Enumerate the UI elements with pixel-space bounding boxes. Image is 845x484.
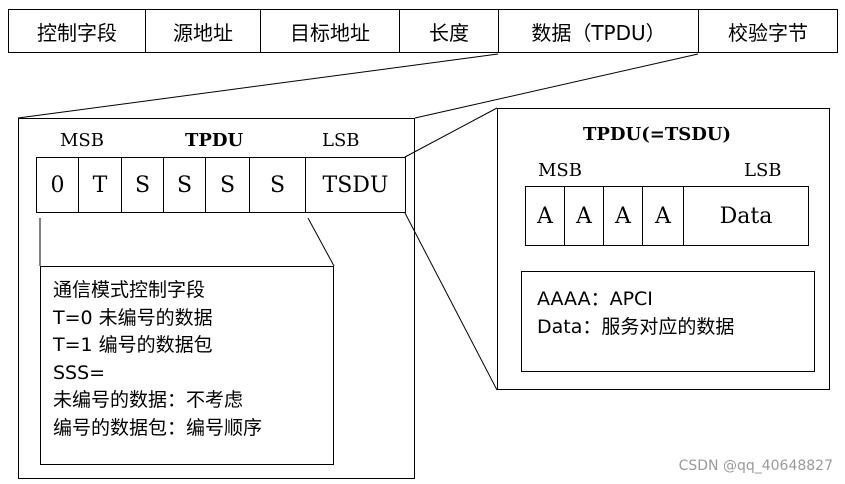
note-line: 编号的数据包：编号顺序 (53, 416, 263, 439)
note-line: SSS= (53, 361, 106, 384)
tsdu-cell-a2: A (564, 186, 604, 246)
connector-right (414, 53, 699, 119)
note-line: 通信模式控制字段 (53, 279, 206, 301)
tsdu-box (497, 108, 830, 390)
tpdu-title: TPDU (185, 130, 244, 151)
field-source-address: 源地址 (145, 9, 261, 53)
tsdu-notes-box (521, 271, 815, 372)
tpdu-bit-t: T (78, 157, 122, 213)
connector-tsdu-bottom (404, 212, 498, 391)
tpdu-box (18, 118, 415, 479)
tpdu-notes: 通信模式控制字段 T=0 未编号的数据 T=1 编号的数据包 SSS= 未编号的… (53, 277, 262, 442)
note-line: T=0 未编号的数据 (53, 306, 213, 329)
note-line: Data：服务对应的数据 (537, 316, 735, 338)
tpdu-bit-0: 0 (36, 157, 79, 213)
tpdu-lsb-label: LSB (322, 130, 360, 151)
tpdu-notes-box (40, 266, 334, 465)
field-control: 控制字段 (8, 9, 146, 53)
tpdu-tsdu-cell: TSDU (305, 157, 406, 213)
watermark: CSDN @qq_40648827 (678, 458, 833, 474)
tpdu-bit-s4: S (249, 157, 306, 213)
connector-left (17, 53, 499, 119)
connector-tsdu-top (404, 107, 498, 158)
tpdu-bit-s1: S (121, 157, 164, 213)
tsdu-cell-a4: A (642, 186, 684, 246)
tsdu-cell-a1: A (525, 186, 565, 246)
tsdu-cell-a3: A (603, 186, 643, 246)
tsdu-cell-data: Data (683, 186, 809, 246)
field-data-tpdu: 数据（TPDU） (498, 9, 699, 53)
tsdu-title: TPDU(=TSDU) (583, 124, 732, 145)
note-line: T=1 编号的数据包 (53, 334, 213, 356)
tpdu-bit-s3: S (205, 157, 250, 213)
field-destination-address: 目标地址 (260, 9, 400, 53)
note-line: 未编号的数据：不考虑 (53, 389, 244, 411)
tsdu-lsb-label: LSB (744, 160, 782, 181)
tpdu-msb-label: MSB (60, 130, 104, 151)
connector-notes (307, 217, 335, 267)
tsdu-msb-label: MSB (538, 160, 582, 181)
tpdu-bit-s2: S (163, 157, 206, 213)
field-length: 长度 (399, 9, 499, 53)
field-checksum: 校验字节 (698, 9, 838, 53)
note-line: AAAA：APCI (537, 288, 653, 310)
tsdu-notes: AAAA：APCI Data：服务对应的数据 (537, 285, 734, 341)
